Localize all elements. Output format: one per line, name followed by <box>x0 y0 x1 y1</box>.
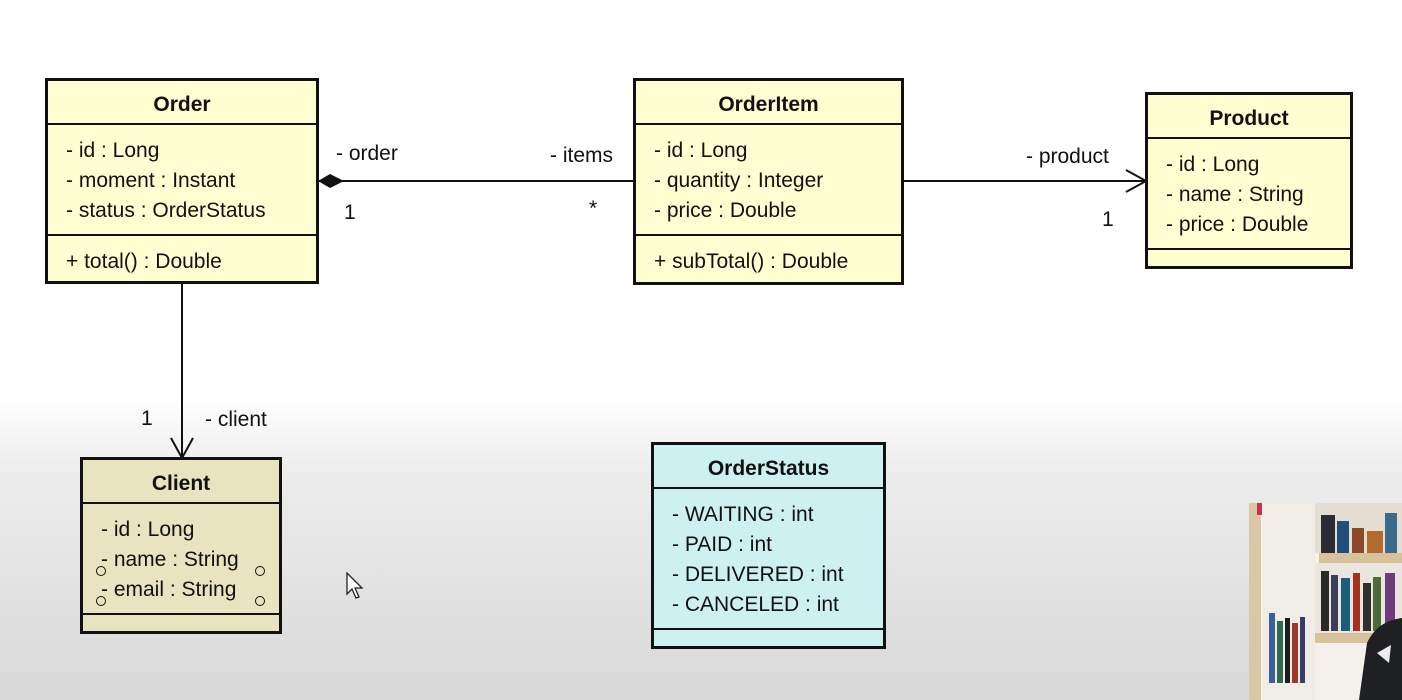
multiplicity-label: 1 <box>1102 208 1114 231</box>
attribute: - price : Double <box>1166 213 1309 236</box>
attribute: - quantity : Integer <box>654 169 824 192</box>
selection-handle-icon[interactable] <box>96 596 106 606</box>
operations-compartment <box>83 615 279 631</box>
operations-compartment: + subTotal() : Double <box>636 236 901 285</box>
operations-compartment <box>1148 250 1350 266</box>
attribute: - price : Double <box>654 199 797 222</box>
selection-handle-icon[interactable] <box>96 566 106 576</box>
attribute: - moment : Instant <box>66 169 236 192</box>
attributes-compartment: - id : Long - name : String - email : St… <box>83 504 279 615</box>
role-label-order: - order <box>336 142 398 165</box>
webcam-scene-icon <box>1257 503 1402 700</box>
operations-compartment <box>654 630 883 646</box>
attributes-compartment: - id : Long - moment : Instant - status … <box>48 125 316 236</box>
class-name: Client <box>83 460 279 504</box>
operations-compartment: + total() : Double <box>48 236 316 285</box>
enum-literal: - CANCELED : int <box>672 593 839 616</box>
multiplicity-label: 1 <box>344 201 356 224</box>
class-product[interactable]: Product - id : Long - name : String - pr… <box>1145 92 1353 269</box>
mouse-pointer-icon <box>346 572 364 599</box>
multiplicity-label: * <box>589 197 598 220</box>
class-client[interactable]: Client - id : Long - name : String - ema… <box>80 457 282 634</box>
operation: + total() : Double <box>66 250 222 273</box>
attributes-compartment: - WAITING : int - PAID : int - DELIVERED… <box>654 489 883 630</box>
role-label-product: - product <box>1026 145 1109 168</box>
class-order[interactable]: Order - id : Long - moment : Instant - s… <box>45 78 319 284</box>
enum-literal: - WAITING : int <box>672 503 814 526</box>
role-label-items: - items <box>550 144 613 167</box>
role-label-client: - client <box>205 408 267 431</box>
enum-literal: - PAID : int <box>672 533 772 556</box>
class-name: OrderStatus <box>654 445 883 489</box>
attribute: - id : Long <box>654 139 748 162</box>
composition-diamond-icon <box>318 174 344 188</box>
bookshelf-icon <box>1249 503 1261 700</box>
class-order-status[interactable]: OrderStatus - WAITING : int - PAID : int… <box>651 442 886 649</box>
class-name: Order <box>48 81 316 125</box>
multiplicity-label: 1 <box>141 407 153 430</box>
attribute: - email : String <box>101 578 237 601</box>
selection-handle-icon[interactable] <box>255 596 265 606</box>
attribute: - name : String <box>1166 183 1304 206</box>
attribute: - id : Long <box>101 518 195 541</box>
attributes-compartment: - id : Long - name : String - price : Do… <box>1148 139 1350 250</box>
enum-literal: - DELIVERED : int <box>672 563 844 586</box>
attribute: - name : String <box>101 548 239 571</box>
operation: + subTotal() : Double <box>654 250 849 273</box>
attribute: - id : Long <box>66 139 160 162</box>
attribute: - status : OrderStatus <box>66 199 266 222</box>
selection-handle-icon[interactable] <box>255 566 265 576</box>
class-name: Product <box>1148 95 1350 139</box>
class-name: OrderItem <box>636 81 901 125</box>
attributes-compartment: - id : Long - quantity : Integer - price… <box>636 125 901 236</box>
class-order-item[interactable]: OrderItem - id : Long - quantity : Integ… <box>633 78 904 285</box>
webcam-feed <box>1249 503 1402 700</box>
attribute: - id : Long <box>1166 153 1260 176</box>
